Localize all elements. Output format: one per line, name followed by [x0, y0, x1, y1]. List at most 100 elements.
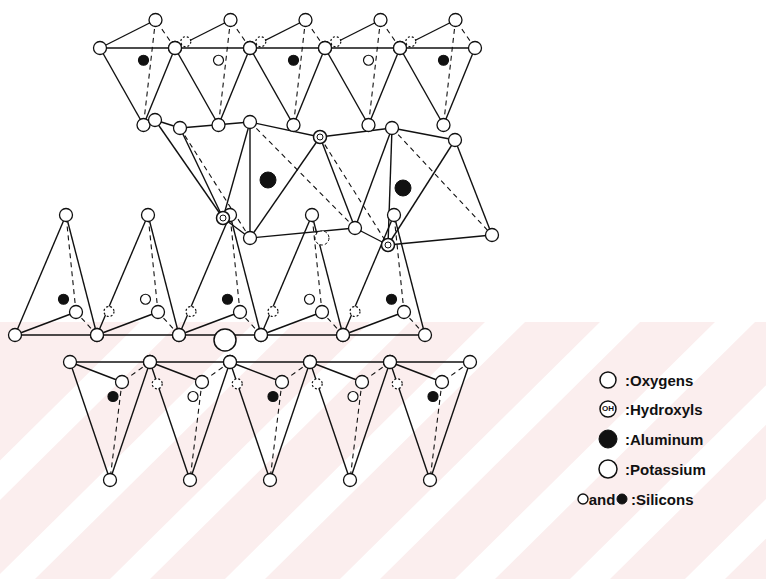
silicon-atom [348, 392, 358, 402]
edge-line [388, 235, 492, 245]
oxygen-atom [224, 14, 237, 27]
edge-line [100, 48, 144, 125]
oxygen-atom [362, 119, 375, 132]
edge-line [325, 47, 400, 48]
oxygen-atom [384, 356, 397, 369]
silicon-atom [331, 37, 341, 47]
silicon-atom [223, 294, 233, 304]
oxygen-atom [212, 119, 225, 132]
edge-line [148, 215, 179, 335]
silicon-atom [256, 37, 266, 47]
oxygen-atom [244, 42, 257, 55]
oxygen-atom [149, 14, 162, 27]
silicon-atom [350, 307, 360, 317]
edge-line [70, 361, 150, 362]
edge-line [15, 312, 76, 335]
silicon-atom [141, 294, 151, 304]
oxygen-atom [398, 306, 411, 319]
edge-line [250, 122, 355, 228]
oxygen-atom [234, 306, 247, 319]
oxygen-atom [184, 474, 197, 487]
oxygen-atom [60, 209, 73, 222]
edge-line [294, 20, 306, 125]
edge-line [190, 362, 230, 480]
watermark-stripe [685, 322, 766, 579]
edge-line [97, 215, 148, 335]
oxygen-atom [142, 209, 155, 222]
oxygen-atom [94, 42, 107, 55]
edge-line [70, 362, 110, 480]
silicon-atom [152, 379, 162, 389]
oxygen-atom [486, 229, 499, 242]
oxygen-atom [449, 14, 462, 27]
edge-line [455, 140, 492, 235]
oxygen-atom [70, 306, 83, 319]
legend-text: :Hydroxyls [625, 402, 703, 417]
edge-line [312, 215, 343, 335]
edge-line [230, 215, 261, 335]
oxygen-atom [255, 329, 268, 342]
oxygen-atom [349, 222, 362, 235]
edge-line [430, 362, 470, 480]
oxygen-atom [264, 474, 277, 487]
oxygen-atom [116, 376, 129, 389]
watermark [0, 322, 766, 579]
oxygen-atom [144, 356, 157, 369]
edge-line [15, 334, 97, 335]
silicon-atom [59, 294, 69, 304]
legend-text: :Silicons [631, 492, 694, 507]
polyhedra-edges [15, 20, 492, 480]
oxygen-atom [319, 42, 332, 55]
oxygen-atom [287, 119, 300, 132]
oxygen-atom [437, 119, 450, 132]
oxygen-atom [149, 114, 162, 127]
oxygen-atom [144, 356, 157, 369]
hydroxyl-mark [385, 242, 391, 248]
oxygen-atom [174, 122, 187, 135]
edge-line [250, 48, 294, 125]
edge-line [100, 20, 156, 48]
oxygen-atom [306, 209, 319, 222]
legend-text: :Oxygens [625, 373, 693, 388]
oxygen-atom [304, 356, 317, 369]
oxygen-atom [464, 356, 477, 369]
hydroxyl-atom [382, 239, 395, 252]
oxygen-atom [152, 306, 165, 319]
aluminum-atom-hidden [315, 231, 329, 245]
oxygen-atom [394, 42, 407, 55]
silicon-atom [428, 392, 438, 402]
edge-line [175, 47, 250, 48]
edge-line [400, 47, 475, 48]
silicon-atom [364, 55, 374, 65]
silicon-atom [406, 37, 416, 47]
oxygen-atom [91, 329, 104, 342]
edge-line [219, 20, 231, 125]
edge-line [223, 122, 250, 218]
oxygen-atom [449, 134, 462, 147]
edge-line [390, 362, 430, 480]
edge-line [350, 362, 390, 480]
edge-line [394, 215, 425, 335]
edge-line [250, 20, 306, 48]
atoms [9, 14, 499, 487]
potassium-atom [214, 329, 236, 351]
edge-line [390, 361, 470, 362]
silicon-atom [289, 55, 299, 65]
oxygen-atom [384, 356, 397, 369]
edge-line [179, 215, 230, 335]
oxygen-atom [244, 232, 257, 245]
silicon-atom [439, 55, 449, 65]
edge-line [110, 362, 150, 480]
edge-line [270, 362, 310, 480]
hydroxyl-atom [314, 131, 327, 144]
edge-line [175, 48, 219, 125]
hydroxyl-mark [317, 134, 323, 140]
oxygen-atom [173, 329, 186, 342]
oxygen-atom [64, 356, 77, 369]
edge-line [343, 215, 394, 335]
edge-line [144, 20, 156, 125]
silicon-atom [305, 294, 315, 304]
oxygen-atom [319, 42, 332, 55]
aluminum-atom [260, 172, 276, 188]
silicon-atom [312, 379, 322, 389]
